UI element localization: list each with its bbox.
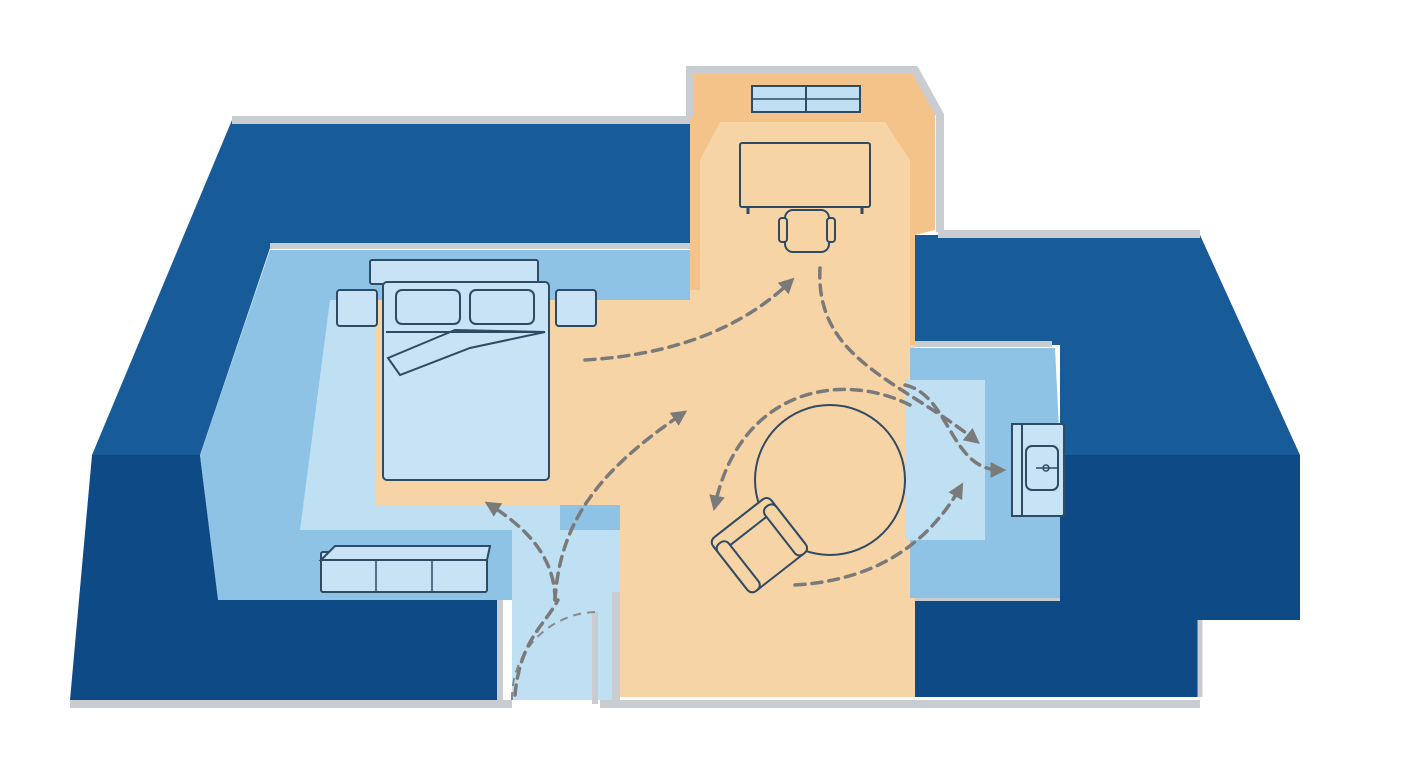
armchair-arm bbox=[762, 503, 809, 557]
bench-top bbox=[318, 545, 492, 561]
study-nook-walls bbox=[686, 66, 944, 232]
bed bbox=[369, 259, 550, 481]
flow-path-door-swing bbox=[513, 598, 560, 697]
vanity-backsplash bbox=[1011, 423, 1023, 517]
flow-path-desk-to-vanity bbox=[818, 266, 980, 444]
study-nook-floor bbox=[690, 70, 935, 345]
nightstand-right bbox=[555, 289, 597, 327]
armchair-arm bbox=[715, 540, 761, 594]
vanity-zone-light-band bbox=[905, 380, 985, 540]
flow-path-door-to-circulation bbox=[553, 410, 688, 602]
sink-vanity bbox=[1011, 423, 1065, 517]
armchair-back bbox=[710, 497, 777, 553]
flow-paths bbox=[484, 266, 1007, 697]
wall-top-face-right bbox=[915, 235, 1300, 455]
bench bbox=[318, 545, 492, 593]
door-swing-arc bbox=[510, 611, 597, 701]
wall-top-face-left bbox=[92, 120, 690, 455]
flow-path-rug-loop bbox=[709, 387, 912, 512]
walls bbox=[70, 116, 1300, 708]
pillow bbox=[395, 289, 461, 325]
door-panel bbox=[592, 612, 598, 704]
wall-front-left bbox=[70, 455, 500, 700]
bed-blanket-fold bbox=[386, 328, 546, 377]
desk-chair-arm bbox=[778, 217, 788, 243]
flow-path-rug-to-vanity bbox=[903, 383, 1007, 478]
flow-path-chair-to-vanity bbox=[793, 482, 964, 587]
furniture bbox=[318, 142, 1065, 594]
nook-wall-outer bbox=[686, 66, 944, 232]
desk-chair-seat bbox=[784, 209, 830, 253]
desk-chair-arm bbox=[826, 217, 836, 243]
pillow bbox=[469, 289, 535, 325]
round-rug bbox=[754, 404, 906, 556]
door-jamb bbox=[612, 592, 620, 704]
flow-path-door-to-bed bbox=[484, 501, 557, 602]
wall-front-right bbox=[915, 455, 1300, 697]
desk-chair bbox=[778, 209, 836, 253]
door bbox=[510, 592, 620, 704]
flow-path-bed-to-desk bbox=[583, 277, 795, 362]
nightstand-left bbox=[336, 289, 378, 327]
armchair bbox=[710, 497, 809, 594]
desk bbox=[739, 142, 871, 208]
bed-headboard bbox=[369, 259, 539, 285]
